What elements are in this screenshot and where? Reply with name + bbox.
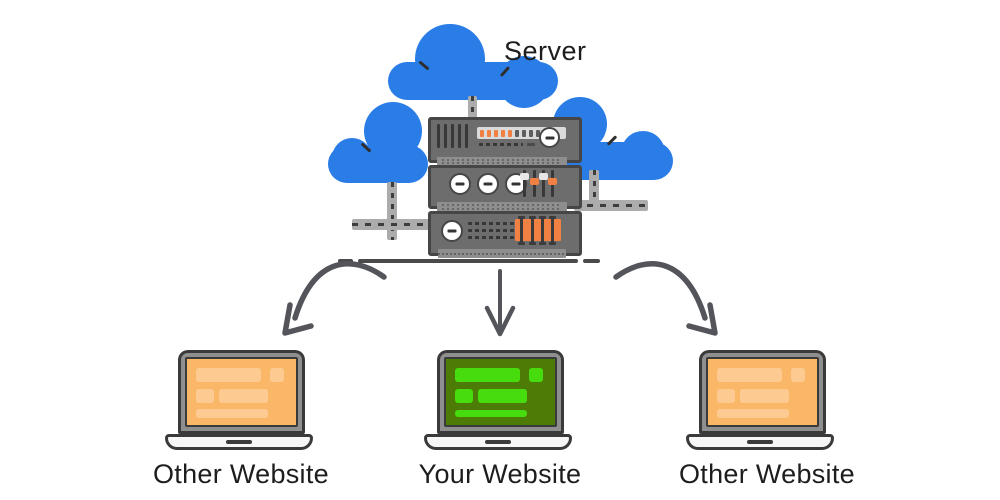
- label-other-website-right: Other Website: [679, 459, 855, 489]
- readout-dashed-line: [479, 143, 523, 146]
- floor-line: [358, 259, 578, 263]
- led-segment: [480, 129, 484, 137]
- content-block: [790, 368, 805, 383]
- content-block: [477, 388, 527, 403]
- rack-connector-band: [437, 157, 567, 166]
- laptop-base: [165, 434, 313, 450]
- server-unit-top: [428, 117, 582, 163]
- dial-knob-icon: [539, 127, 560, 148]
- content-block: [716, 388, 736, 403]
- content-block: [269, 368, 284, 383]
- content-block: [716, 368, 783, 383]
- server-label: Server: [504, 36, 587, 66]
- led-segment: [536, 129, 540, 137]
- dial-knob-icon: [477, 173, 499, 195]
- laptop-base: [686, 434, 834, 450]
- server-unit-middle: [428, 165, 582, 209]
- cable-right-vertical: [589, 170, 599, 211]
- content-block: [454, 410, 527, 418]
- rack-connector-band: [437, 202, 567, 212]
- vent-icon: [451, 124, 454, 148]
- laptop-lid: [437, 350, 564, 434]
- label-your-website: Your Website: [418, 459, 582, 489]
- readout-dash: [527, 143, 535, 146]
- arrow-down-right: [613, 261, 718, 336]
- content-block: [739, 388, 789, 403]
- vent-icon: [437, 124, 440, 148]
- led-segment: [501, 129, 505, 137]
- content-block: [195, 388, 215, 403]
- led-segment: [529, 129, 533, 137]
- led-segment: [522, 129, 526, 137]
- content-block: [218, 388, 268, 403]
- fuse-icon: [518, 216, 525, 245]
- readout-dashed-line: [468, 222, 530, 225]
- floor-dash: [583, 259, 600, 263]
- readout-dashed-line: [468, 236, 530, 239]
- floor-dash: [338, 259, 353, 263]
- content-block: [195, 409, 268, 418]
- vent-icon: [458, 124, 461, 148]
- laptop-lid: [178, 350, 305, 434]
- slider-icon: [520, 170, 529, 197]
- slider-icon: [548, 170, 557, 197]
- content-block: [528, 368, 543, 383]
- content-block: [195, 368, 262, 383]
- content-block: [716, 409, 789, 418]
- content-block: [454, 368, 521, 383]
- rack-base: [438, 249, 566, 258]
- fuse-panel: [515, 219, 561, 241]
- led-segment: [508, 129, 512, 137]
- cable-left-vertical: [387, 182, 397, 240]
- laptop-notch: [226, 440, 252, 444]
- led-segment: [494, 129, 498, 137]
- fuse-icon: [529, 216, 536, 245]
- laptop-screen: [185, 357, 298, 427]
- dial-knob-icon: [449, 173, 471, 195]
- arrow-down-left: [282, 261, 387, 336]
- slider-icon: [530, 170, 539, 197]
- readout-dashed-line: [468, 229, 530, 232]
- laptop-lid: [699, 350, 826, 434]
- led-segment: [487, 129, 491, 137]
- laptop-notch: [747, 440, 773, 444]
- fuse-icon: [549, 216, 556, 245]
- content-block: [454, 388, 474, 403]
- vent-icon: [465, 124, 468, 148]
- slider-icon: [539, 170, 548, 197]
- cloud-base: [328, 145, 428, 183]
- cable-right-horizontal: [574, 200, 648, 211]
- fuse-icon: [539, 216, 546, 245]
- laptop-screen: [706, 357, 819, 427]
- laptop-base: [424, 434, 572, 450]
- cable-left-horizontal: [352, 219, 430, 230]
- laptop-notch: [485, 440, 511, 444]
- server-unit-bottom: [428, 211, 582, 256]
- led-segment: [515, 129, 519, 137]
- dial-knob-icon: [441, 220, 463, 242]
- arrow-down: [484, 269, 516, 337]
- cloud-base: [388, 62, 558, 100]
- label-other-website-left: Other Website: [153, 459, 329, 489]
- laptop-screen: [444, 357, 557, 427]
- vent-icon: [444, 124, 447, 148]
- cable-cloud-to-server: [468, 96, 477, 120]
